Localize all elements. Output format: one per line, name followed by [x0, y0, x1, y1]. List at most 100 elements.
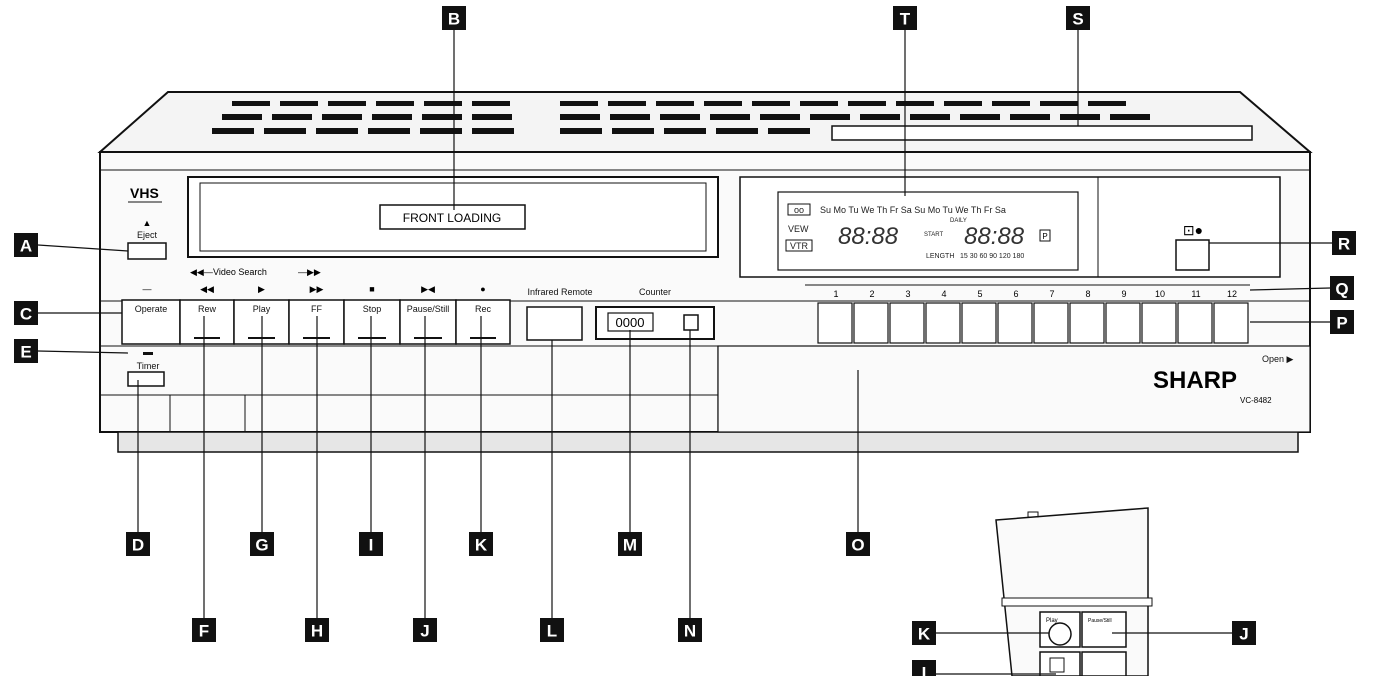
preset-button-1[interactable]	[817, 302, 853, 344]
callout-f: F	[192, 618, 216, 642]
callout-h: H	[305, 618, 329, 642]
svg-text:K: K	[918, 625, 931, 644]
svg-text:I: I	[369, 536, 374, 555]
cassette-door[interactable]: FRONT LOADING	[187, 176, 719, 258]
channel-number: 12	[1227, 289, 1237, 299]
remote-callout-i: I	[912, 660, 936, 676]
callout-b: B	[442, 6, 466, 30]
svg-text:oo: oo	[794, 205, 804, 215]
callout-t: T	[893, 6, 917, 30]
display-time-right: 88:88	[964, 223, 1025, 250]
stop-button[interactable]: ■ Stop	[343, 284, 401, 345]
svg-text:I: I	[922, 664, 927, 676]
eject-symbol: ▲	[143, 218, 152, 228]
channel-number: 9	[1121, 289, 1126, 299]
front-loading-label: FRONT LOADING	[403, 211, 501, 225]
svg-text:T: T	[900, 10, 911, 29]
svg-text:L: L	[547, 622, 557, 641]
counter-label: Counter	[639, 287, 671, 297]
svg-text:Pause/Still: Pause/Still	[1088, 618, 1112, 624]
preset-button-3[interactable]	[889, 302, 925, 344]
callout-c: C	[14, 301, 38, 325]
sharp-logo: SHARP	[1153, 367, 1237, 394]
pause-symbol: ▶◀	[421, 284, 435, 294]
timer-button[interactable]	[127, 371, 165, 387]
preset-button-2[interactable]	[853, 302, 889, 344]
remote-callout-j: J	[1232, 621, 1256, 645]
eject-label: Eject	[137, 230, 158, 240]
callout-j: J	[413, 618, 437, 642]
counter-reset-button[interactable]	[683, 314, 699, 331]
preset-button-9[interactable]	[1105, 302, 1141, 344]
display-time-left: 88:88	[838, 223, 899, 250]
preset-button-6[interactable]	[997, 302, 1033, 344]
remote-control: Play Pause/Still	[995, 507, 1153, 676]
callout-s: S	[1066, 6, 1090, 30]
svg-text:D: D	[132, 536, 144, 555]
rec-symbol: ●	[480, 284, 485, 294]
preset-button-7[interactable]	[1033, 302, 1069, 344]
preset-button-12[interactable]	[1213, 302, 1249, 344]
svg-text:A: A	[20, 237, 32, 256]
pause-button[interactable]: ▶◀ Pause/Still	[399, 284, 457, 345]
svg-text:M: M	[623, 536, 637, 555]
infrared-remote-label: Infrared Remote	[527, 287, 592, 297]
svg-text:O: O	[851, 536, 864, 555]
timer-rec-button[interactable]	[1175, 239, 1210, 271]
svg-text:B: B	[448, 10, 460, 29]
channel-number: 1	[833, 289, 838, 299]
vcr-base	[117, 431, 1299, 453]
open-label: Open ▶	[1262, 354, 1294, 364]
rec-button[interactable]: ●Rec	[455, 284, 511, 345]
display-lengths: 15 30 60 90 120 180	[960, 253, 1024, 260]
callout-n: N	[678, 618, 702, 642]
svg-text:S: S	[1072, 10, 1083, 29]
rew-button[interactable]: ◀◀Rew	[179, 284, 235, 345]
rec-indicator-icon: ⊡●	[1183, 222, 1203, 238]
svg-text:Video Search: Video Search	[213, 267, 267, 277]
preset-button-8[interactable]	[1069, 302, 1105, 344]
svg-text:R: R	[1338, 235, 1350, 254]
callout-d: D	[126, 532, 150, 556]
svg-text:J: J	[420, 622, 429, 641]
channel-number: 7	[1049, 289, 1054, 299]
top-vents	[212, 101, 1150, 134]
transport-buttons: ◀◀Rew▶Play▶▶FF■Stop▶◀Pause/Still●Rec	[179, 284, 511, 345]
svg-text:P: P	[1336, 314, 1347, 333]
front-panel-flap[interactable]	[717, 345, 1311, 433]
preset-button-10[interactable]	[1141, 302, 1177, 344]
callout-i: I	[359, 532, 383, 556]
stop-label: Stop	[363, 304, 382, 314]
preset-button-4[interactable]	[925, 302, 961, 344]
preset-button-5[interactable]	[961, 302, 997, 344]
callout-e: E	[14, 339, 38, 363]
svg-text:E: E	[20, 343, 31, 362]
video-search-label: ◀◀— Video Search —▶▶	[190, 267, 321, 277]
remote-rec-button[interactable]	[1048, 622, 1072, 646]
pause-label: Pause/Still	[407, 304, 450, 314]
stop-symbol: ■	[369, 284, 374, 294]
operate-button[interactable]	[121, 299, 181, 345]
channel-number: 11	[1191, 289, 1200, 299]
ff-label: FF	[311, 304, 322, 314]
svg-text:Q: Q	[1335, 280, 1348, 299]
svg-text:N: N	[684, 622, 696, 641]
channel-number: 6	[1013, 289, 1018, 299]
callout-p: P	[1330, 310, 1354, 334]
svg-text:F: F	[199, 622, 209, 641]
display-days: Su Mo Tu We Th Fr Sa Su Mo Tu We Th Fr S…	[820, 205, 1006, 215]
ff-symbol: ▶▶	[310, 284, 324, 294]
svg-text:VEW: VEW	[788, 224, 809, 234]
svg-text:P: P	[1042, 232, 1047, 241]
preset-button-11[interactable]	[1177, 302, 1213, 344]
svg-text:VTR: VTR	[790, 241, 809, 251]
channel-number: 5	[977, 289, 982, 299]
channel-preset-buttons	[817, 302, 1249, 344]
vhs-logo: VHS	[130, 185, 159, 201]
remote-pause-button[interactable]	[1081, 611, 1127, 648]
callout-r: R	[1332, 231, 1356, 255]
svg-text:Play: Play	[1046, 618, 1058, 624]
eject-button[interactable]	[127, 242, 167, 260]
